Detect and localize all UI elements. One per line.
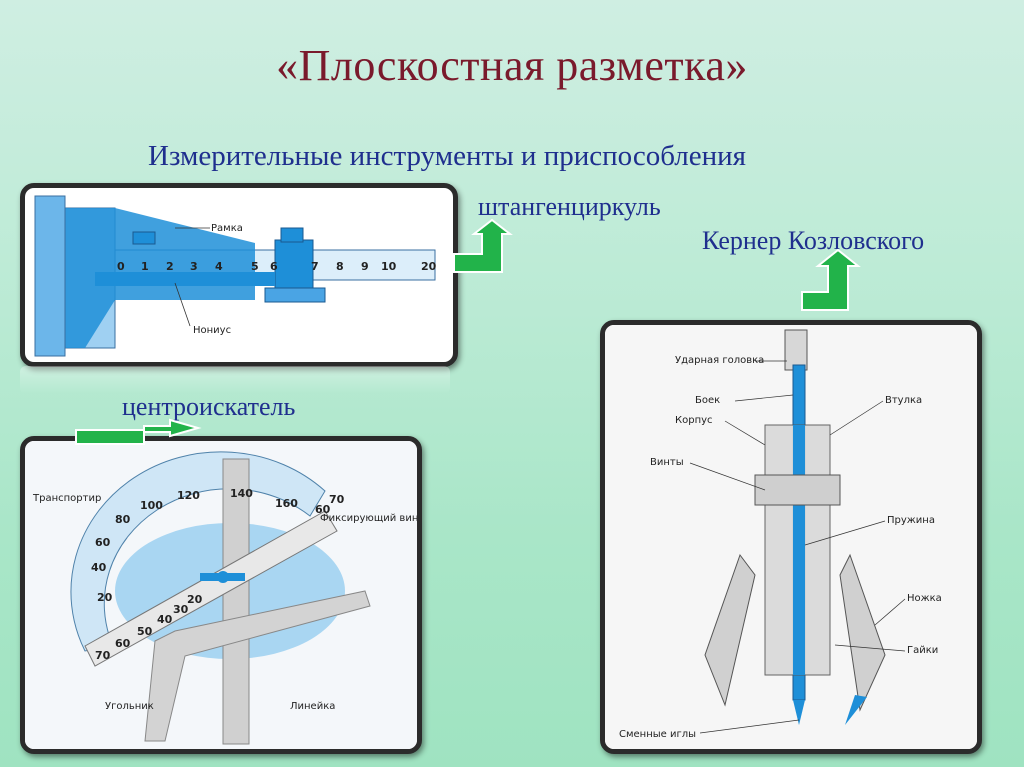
cf-arc-tick: 20 — [97, 591, 113, 604]
punch-part-spring: Пружина — [887, 515, 935, 526]
caliper-tick: 2 — [166, 260, 174, 273]
caliper-tick: 5 — [251, 260, 259, 273]
caliper-scale: 0 1 2 3 4 5 6 7 8 9 10 20 — [117, 260, 437, 273]
cf-arc-tick: 140 — [230, 487, 253, 500]
center-punch-arrow-icon — [801, 248, 861, 311]
caliper-reflection — [20, 366, 450, 394]
punch-part-leg: Ножка — [907, 593, 942, 604]
caliper-label: штангенциркуль — [478, 192, 661, 221]
cf-part-ruler: Линейка — [290, 701, 335, 712]
cf-arc-tick: 80 — [115, 513, 131, 526]
caliper-tick: 8 — [336, 260, 344, 273]
cf-ruler-tick: 20 — [187, 593, 203, 606]
page-title: «Плоскостная разметка» — [276, 41, 748, 90]
caliper-tick: 1 — [141, 260, 149, 273]
caliper-image: Рамка Нониус 0 1 2 3 4 5 6 7 8 9 10 20 — [20, 183, 458, 367]
cf-ruler-tick: 60 — [115, 637, 131, 650]
cf-arc-tick: 160 — [275, 497, 298, 510]
punch-part-needles: Сменные иглы — [619, 729, 696, 740]
caliper-tick: 4 — [215, 260, 223, 273]
cf-arc-tick: 70 — [329, 493, 345, 506]
cf-ruler-tick: 40 — [157, 613, 173, 626]
caliper-tick: 9 — [361, 260, 369, 273]
punch-part-nuts: Гайки — [907, 645, 938, 656]
cf-part-protractor: Транспортир — [32, 493, 101, 504]
punch-part-sleeve: Втулка — [885, 395, 922, 406]
cf-ruler-scale: 70 60 50 40 30 20 — [95, 593, 203, 662]
cf-arc-tick: 100 — [140, 499, 163, 512]
cf-ruler-tick: 70 — [95, 649, 111, 662]
center-finder-image: Транспортир Фиксирующий винт Угольник Ли… — [20, 436, 422, 754]
cf-arc-tick: 120 — [177, 489, 200, 502]
punch-part-head: Ударная головка — [675, 355, 764, 366]
punch-part-body: Корпус — [675, 415, 713, 426]
center-punch-label: Кернер Козловского — [702, 226, 925, 255]
caliper-part-frame: Рамка — [211, 223, 243, 234]
cf-arc-tick: 60 — [315, 503, 331, 516]
caliper-tick: 20 — [421, 260, 437, 273]
cf-arc-scale: 20 40 60 80 100 120 140 160 60 70 — [91, 487, 345, 604]
caliper-tick: 0 — [117, 260, 125, 273]
cf-arc-tick: 40 — [91, 561, 107, 574]
cf-ruler-tick: 30 — [173, 603, 189, 616]
punch-part-striker: Боек — [695, 395, 720, 406]
center-finder-arrow-icon — [75, 418, 202, 445]
punch-part-screws: Винты — [650, 457, 684, 468]
cf-ruler-tick: 50 — [137, 625, 153, 638]
caliper-tick: 10 — [381, 260, 397, 273]
page-subtitle: Измерительные инструменты и приспособлен… — [148, 140, 746, 172]
caliper-tick: 7 — [311, 260, 319, 273]
cf-arc-tick: 60 — [95, 536, 111, 549]
caliper-tick: 3 — [190, 260, 198, 273]
caliper-tick: 6 — [270, 260, 278, 273]
cf-part-square: Угольник — [105, 701, 154, 712]
cf-part-screw: Фиксирующий винт — [320, 513, 417, 524]
caliper-part-vernier: Нониус — [193, 325, 231, 336]
center-finder-label: центроискатель — [122, 392, 296, 421]
center-punch-image: Ударная головка Боек Корпус Втулка Винты… — [600, 320, 982, 754]
caliper-arrow-icon — [453, 218, 513, 273]
